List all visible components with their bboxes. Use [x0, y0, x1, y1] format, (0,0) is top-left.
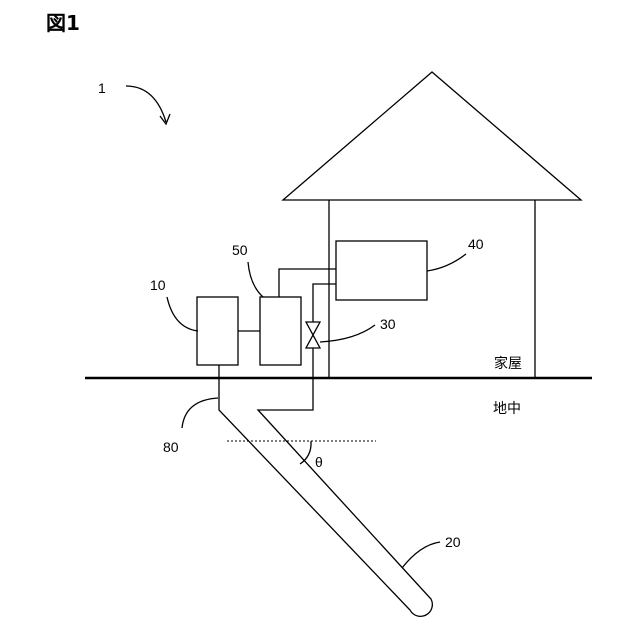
- leader-50: [248, 262, 263, 297]
- leader-10: [167, 297, 198, 331]
- borehole-probe-20: [219, 365, 432, 616]
- leader-80: [182, 398, 218, 428]
- figure-title: 図1: [46, 11, 80, 35]
- label-80: 80: [163, 439, 179, 455]
- unit-10: [197, 297, 238, 365]
- label-20: 20: [445, 534, 461, 550]
- label-40: 40: [468, 236, 484, 252]
- leader-30: [320, 325, 375, 342]
- leader-20: [402, 542, 440, 568]
- label-underground: 地中: [493, 400, 521, 416]
- pipe-40-valve: [313, 284, 336, 322]
- label-10: 10: [150, 277, 166, 293]
- label-theta: θ: [315, 454, 323, 470]
- label-system-1: 1: [98, 80, 106, 96]
- house-roof: [283, 72, 581, 200]
- angle-arc: [300, 441, 311, 464]
- indoor-unit-40: [336, 241, 427, 300]
- pipe-50-40: [279, 269, 336, 297]
- leader-40: [427, 254, 466, 271]
- label-30: 30: [380, 316, 396, 332]
- unit-50: [260, 297, 301, 365]
- valve-30: [306, 322, 320, 348]
- label-house: 家屋: [494, 355, 522, 371]
- label-50: 50: [232, 242, 248, 258]
